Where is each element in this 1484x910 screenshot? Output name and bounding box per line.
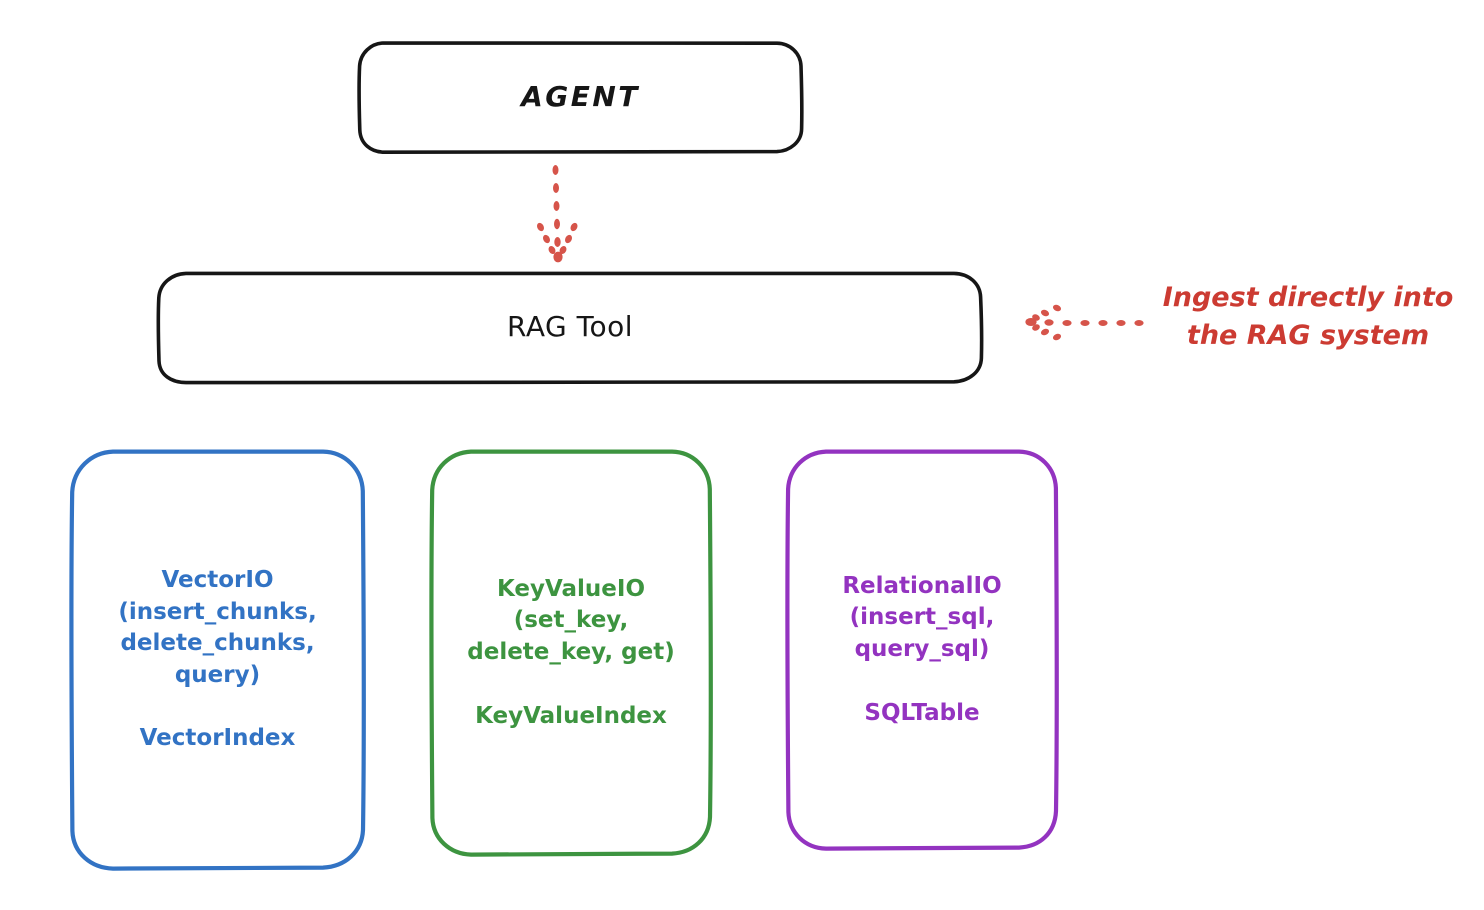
agent-label: AGENT	[521, 80, 640, 114]
node-agent[interactable]: AGENT	[357, 41, 804, 154]
vector-io-label: VectorIO (insert_chunks, delete_chunks, …	[118, 566, 317, 752]
annotation-ingest-directly: Ingest directly into the RAG system	[1162, 282, 1454, 352]
node-rag-tool[interactable]: RAG Tool	[156, 271, 984, 385]
node-relational-io[interactable]: RelationalIO (insert_sql, query_sql) SQL…	[785, 449, 1059, 851]
arrow-ingest-to-rag-tool	[1025, 304, 1144, 341]
rag-tool-label: RAG Tool	[507, 310, 633, 344]
node-key-value-io[interactable]: KeyValueIO (set_key, delete_key, get) Ke…	[429, 449, 713, 857]
node-vector-io[interactable]: VectorIO (insert_chunks, delete_chunks, …	[69, 449, 366, 871]
arrow-agent-to-rag-tool	[536, 165, 578, 263]
relational-io-label: RelationalIO (insert_sql, query_sql) SQL…	[842, 572, 1002, 726]
key-value-io-label: KeyValueIO (set_key, delete_key, get) Ke…	[467, 575, 675, 729]
